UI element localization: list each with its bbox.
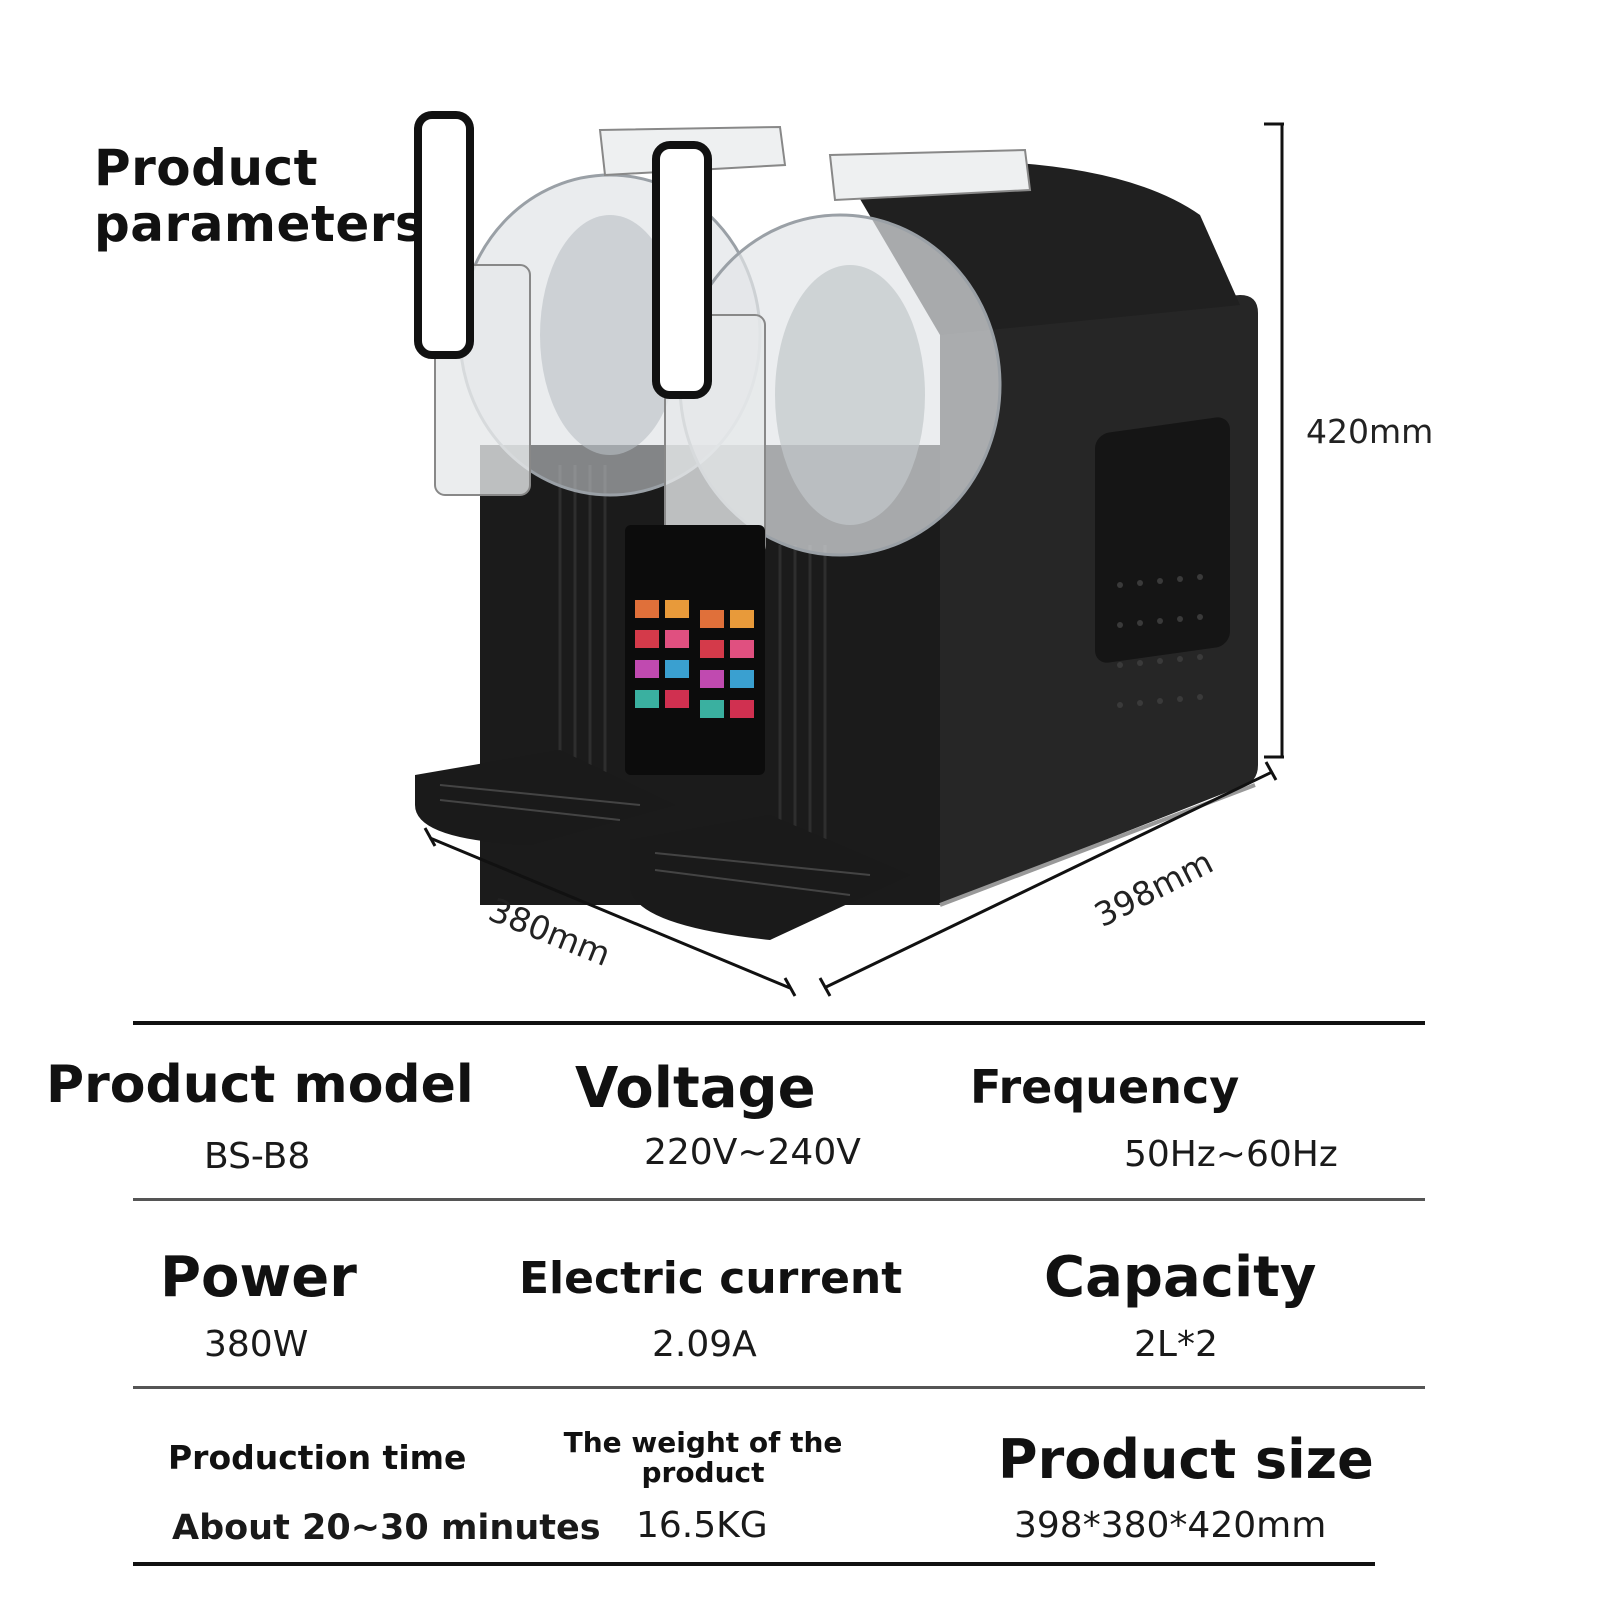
spec-label-voltage: Voltage [575,1056,816,1121]
title-line-1: Product [94,139,319,197]
spec-value-weight: 16.5KG [636,1505,768,1546]
spec-value-production-time: About 20~30 minutes [172,1508,601,1548]
title-line-2: parameters [94,195,426,253]
table-rule-1 [133,1198,1425,1201]
spec-label-production-time: Production time [168,1438,467,1477]
spec-value-capacity: 2L*2 [1134,1324,1218,1365]
spec-value-electric-current: 2.09A [652,1324,757,1365]
page-title: Product parameters [94,140,425,252]
spec-label-product-size: Product size [998,1428,1374,1491]
spec-label-capacity: Capacity [1044,1245,1317,1310]
spec-label-weight-line-2: product [641,1456,765,1489]
spec-value-product-size: 398*380*420mm [1014,1505,1327,1546]
spec-label-weight-line-1: The weight of the [563,1426,843,1459]
spec-label-product-model: Product model [46,1055,474,1115]
table-top-rule [133,1021,1425,1025]
dimension-lines [423,122,1284,997]
spec-value-product-model: BS-B8 [204,1136,311,1177]
table-bottom-rule [133,1562,1375,1566]
spec-label-electric-current: Electric current [519,1253,903,1304]
spec-label-frequency: Frequency [970,1060,1240,1114]
spec-value-frequency: 50Hz~60Hz [1124,1134,1338,1175]
spec-value-power: 380W [204,1324,309,1365]
spec-label-power: Power [160,1245,357,1310]
table-rule-2 [133,1386,1425,1389]
spec-label-weight: The weight of the product [564,1428,843,1488]
slush-machine-illustration [414,111,1258,940]
height-dimension-label: 420mm [1306,412,1434,451]
spec-value-voltage: 220V~240V [644,1132,861,1173]
